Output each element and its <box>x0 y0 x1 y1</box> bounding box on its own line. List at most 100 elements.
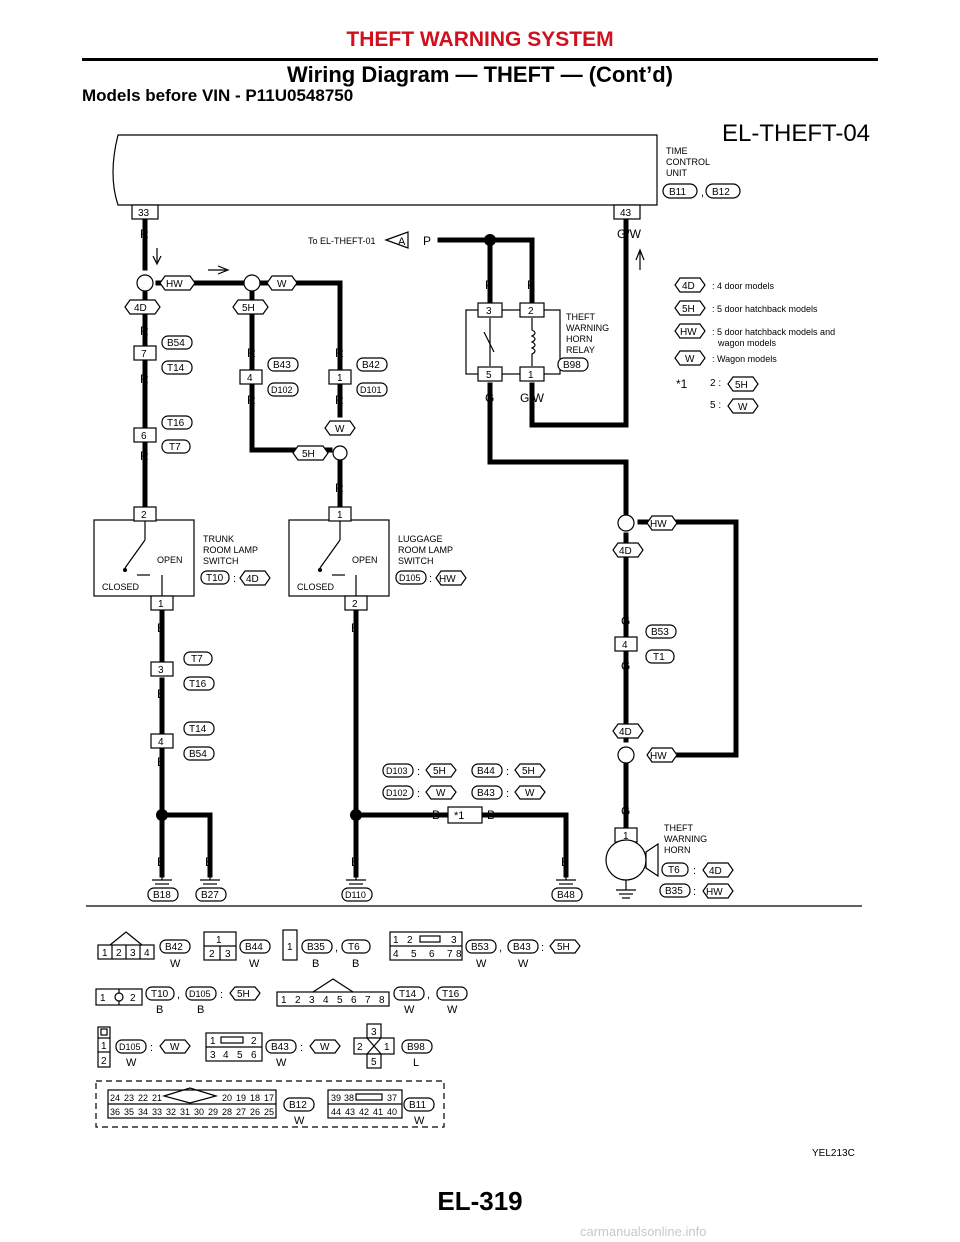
splice-points <box>156 234 496 821</box>
reference-label: To EL-THEFT-01 <box>308 236 376 246</box>
star-connector: *1 <box>447 806 483 824</box>
colon-4: : <box>693 886 696 898</box>
svg-text:W: W <box>249 958 260 970</box>
connector-b43: 1 2 3 4 5 6 B43 : W W <box>205 1032 341 1069</box>
svg-text:B: B <box>352 958 359 970</box>
svg-text:W: W <box>738 402 748 413</box>
svg-text:4D: 4D <box>246 574 259 585</box>
tag-t7-2: T7 <box>183 651 213 666</box>
svg-text:5H: 5H <box>433 766 446 777</box>
svg-text:B98: B98 <box>407 1042 425 1053</box>
wire-color-r-5: R <box>247 346 256 360</box>
svg-text:wagon models: wagon models <box>717 338 777 348</box>
luggage-label-3: SWITCH <box>398 556 434 566</box>
connector-b98: 3 2 1 5 B98 L <box>353 1023 433 1069</box>
svg-text:5H: 5H <box>557 942 570 953</box>
tag-t10-1: T10 <box>200 570 230 585</box>
wire-color-r-8: R <box>335 393 344 407</box>
svg-text:5H: 5H <box>237 989 250 1000</box>
wire-color-g-3: G <box>621 659 630 673</box>
svg-text:3: 3 <box>225 949 231 960</box>
svg-text:42: 42 <box>359 1107 369 1117</box>
svg-text:B44: B44 <box>245 942 263 953</box>
tag-5h-2: 5H <box>292 445 329 461</box>
svg-text:1: 1 <box>623 831 629 842</box>
svg-text:B: B <box>157 855 165 869</box>
svg-text::: : <box>150 1042 153 1054</box>
page-subtitle: Wiring Diagram — THEFT — (Cont’d) <box>287 62 673 87</box>
svg-text:3: 3 <box>486 306 492 317</box>
svg-text:23: 23 <box>124 1093 134 1103</box>
svg-text:3: 3 <box>309 995 315 1006</box>
connector-b42: 1 2 3 4 B42 W <box>97 931 191 970</box>
signal-arrow-right <box>208 265 230 275</box>
svg-text:,: , <box>335 942 338 954</box>
svg-text:B: B <box>197 1004 204 1016</box>
tag-b98-1: B98 <box>557 357 589 372</box>
svg-text:B43: B43 <box>273 360 291 371</box>
tag-t6-1: T6 <box>661 862 689 877</box>
svg-text:W: W <box>685 354 695 365</box>
tag-b54-1: B54 <box>161 335 193 350</box>
colon-3: : <box>693 865 696 877</box>
wire-color-r-2: R <box>140 324 149 338</box>
svg-text:*1: *1 <box>676 377 688 391</box>
svg-text:2: 2 <box>116 948 122 959</box>
tcu-body <box>112 134 658 206</box>
svg-text:T16: T16 <box>189 679 207 690</box>
relay-label-1: THEFT <box>566 312 595 322</box>
svg-text:4: 4 <box>144 948 150 959</box>
svg-text:W: W <box>294 1115 305 1127</box>
svg-text:3: 3 <box>210 1050 216 1061</box>
svg-text:3: 3 <box>371 1027 377 1038</box>
connector-b44: 1 2 3 B44 W <box>203 931 271 970</box>
option-node-w-2 <box>332 445 348 461</box>
svg-text:41: 41 <box>373 1107 383 1117</box>
svg-text::: : <box>506 788 509 800</box>
tag-t16-1: T16 <box>161 415 193 430</box>
svg-text:26: 26 <box>250 1107 260 1117</box>
wire-color-b-4: B <box>157 755 165 769</box>
svg-text:8: 8 <box>379 995 385 1006</box>
luggage-label-1: LUGGAGE <box>398 534 443 544</box>
tag-hw-3: HW <box>646 515 678 531</box>
svg-text::: : <box>417 766 420 778</box>
horn-label-2: WARNING <box>664 834 707 844</box>
svg-text:CLOSED: CLOSED <box>102 582 140 592</box>
svg-text:B35: B35 <box>307 942 325 953</box>
svg-text:1: 1 <box>384 1042 390 1053</box>
svg-text:6: 6 <box>351 995 357 1006</box>
svg-text:17: 17 <box>264 1093 274 1103</box>
svg-text:5H: 5H <box>682 304 695 315</box>
connector-b35-t6: 1 B35 , T6 B B <box>282 929 371 970</box>
svg-text:8: 8 <box>456 949 462 960</box>
svg-text:1: 1 <box>337 373 343 384</box>
svg-text:B12: B12 <box>289 1100 307 1111</box>
tag-hw-1: HW <box>159 275 196 291</box>
tag-4d-5: 4D <box>702 862 734 878</box>
svg-text:HW: HW <box>166 279 183 290</box>
svg-text:: 5 door hatchback models and: : 5 door hatchback models and <box>712 327 835 337</box>
svg-text:D102: D102 <box>386 788 408 798</box>
wire-color-g-2: G <box>621 614 630 628</box>
svg-text:CLOSED: CLOSED <box>297 582 335 592</box>
tag-b35-1: B35 <box>659 883 691 898</box>
svg-text:B12: B12 <box>712 187 730 198</box>
svg-text:21: 21 <box>152 1093 162 1103</box>
svg-text:30: 30 <box>194 1107 204 1117</box>
luggage-label-2: ROOM LAMP <box>398 545 453 555</box>
svg-text:4: 4 <box>622 640 628 651</box>
svg-text:B98: B98 <box>563 360 581 371</box>
svg-text:4: 4 <box>158 737 164 748</box>
svg-text::: : <box>220 989 223 1001</box>
svg-text:T16: T16 <box>442 989 460 1000</box>
tcu-terminal-43: 43 <box>613 204 641 220</box>
svg-text:: 4 door models: : 4 door models <box>712 281 775 291</box>
svg-text:B54: B54 <box>167 338 185 349</box>
connector-b12-b11: 24 23 22 21 20 19 18 17 36 35 34 33 32 3… <box>95 1080 445 1128</box>
wire-color-r-4: R <box>140 449 149 463</box>
svg-text:5H: 5H <box>242 303 255 314</box>
tag-4d-1: 4D <box>124 299 161 315</box>
svg-text:32: 32 <box>166 1107 176 1117</box>
svg-text:3: 3 <box>130 948 136 959</box>
